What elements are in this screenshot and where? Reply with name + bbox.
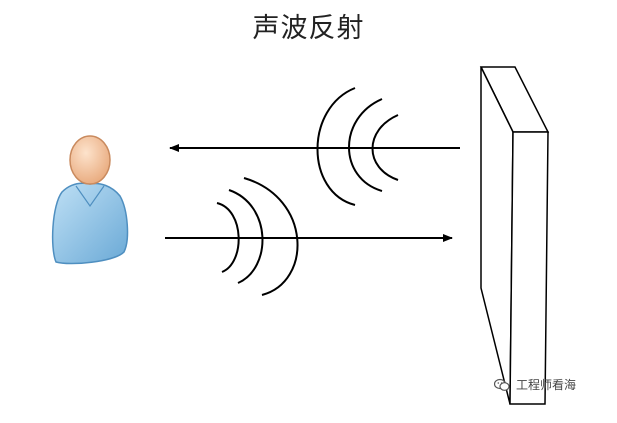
person-icon [51, 135, 129, 265]
wall-icon [479, 66, 550, 405]
diagram-title: 声波反射 [252, 13, 365, 44]
watermark-text: 工程师看海 [516, 378, 577, 392]
reflected-wave-arcs [316, 87, 399, 206]
watermark: 工程师看海 [494, 376, 576, 393]
incident-wave-arcs [216, 177, 299, 296]
wechat-logo-icon [494, 378, 510, 391]
